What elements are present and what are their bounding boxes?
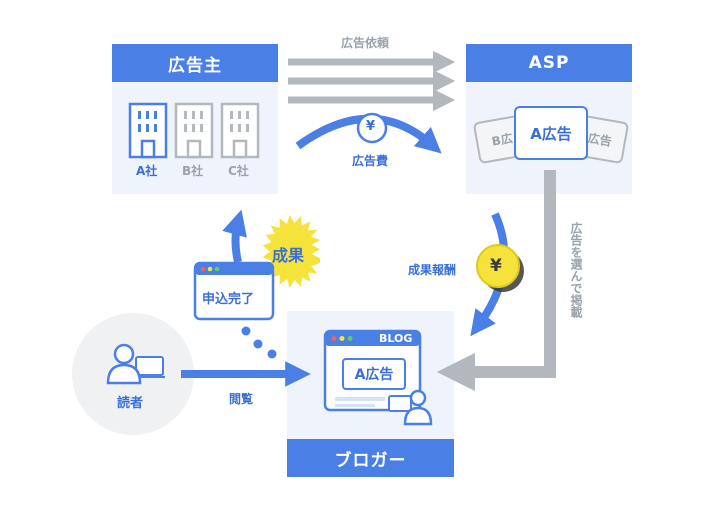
building-icon-c: [220, 102, 260, 159]
conversion-arrow: [222, 209, 247, 263]
application-label: 申込完了: [202, 292, 255, 307]
reward-label: 成果報酬: [408, 263, 457, 277]
blogger-title: ブロガー: [287, 439, 454, 477]
building-icon-b: [174, 102, 214, 159]
blog-ad-box: A広告: [342, 358, 406, 390]
select-publish-label: 広告を選んで掲載: [569, 222, 583, 318]
conversion-dots: [241, 326, 277, 359]
building-icon-a: [128, 102, 168, 159]
application-window: [193, 261, 275, 321]
ad-request-arrows: [288, 50, 456, 112]
reader-label: 読者: [117, 396, 144, 411]
publish-arrow: [436, 170, 556, 392]
ad-fee-symbol: ¥: [366, 119, 376, 134]
reader-person-icon: [106, 343, 165, 385]
browse-label: 閲覧: [229, 392, 254, 406]
ad-request-label: 広告依頼: [341, 36, 390, 50]
advertiser-title: 広告主: [112, 44, 278, 82]
blogger-person-icon: [388, 389, 433, 426]
company-label-c: C社: [228, 164, 249, 178]
company-label-a: A社: [136, 164, 158, 178]
asp-title: ASP: [466, 44, 632, 82]
asp-ad-card-main: A広告: [514, 106, 588, 160]
company-label-b: B社: [182, 164, 204, 178]
blog-window-title: BLOG: [379, 332, 413, 345]
reward-coin: [476, 244, 520, 288]
ad-fee-coin: [356, 112, 388, 144]
reward-symbol: ¥: [490, 256, 502, 276]
result-badge-label: 成果: [272, 246, 305, 265]
ad-fee-label: 広告費: [352, 154, 389, 168]
result-badge-burst: [262, 214, 320, 289]
